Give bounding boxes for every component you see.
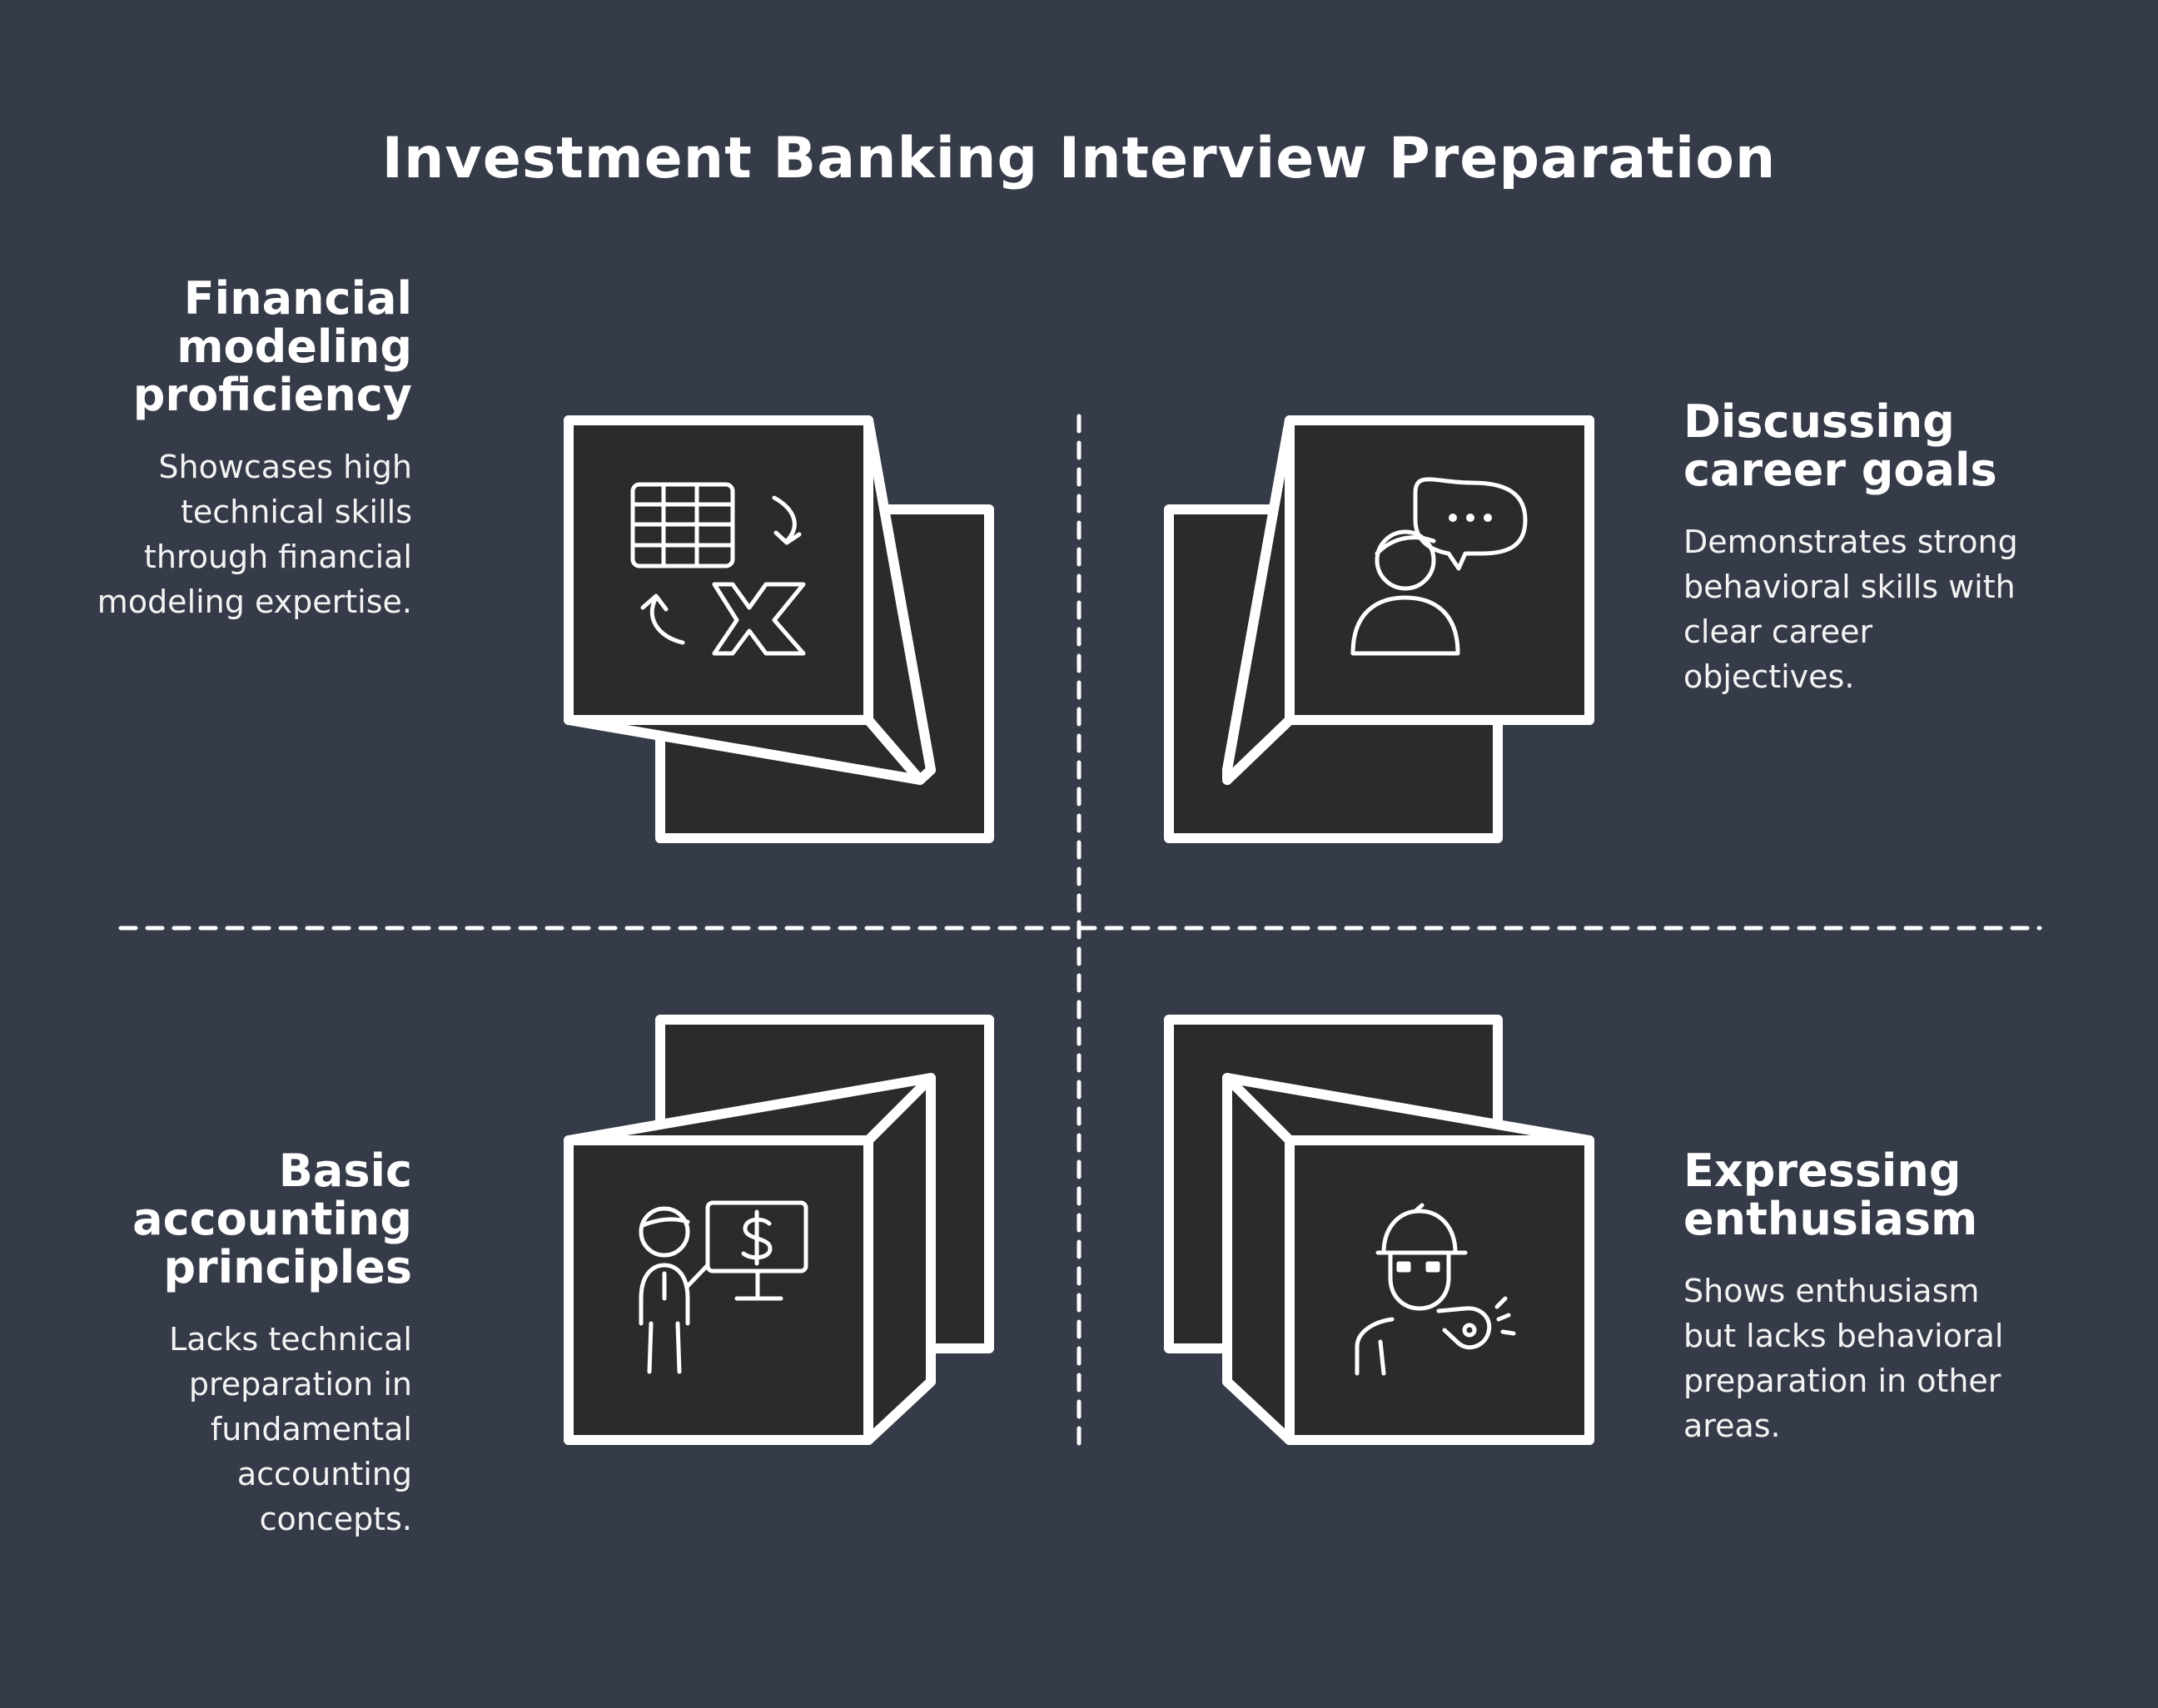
spreadsheet-excel-icon — [630, 482, 806, 656]
heading-accounting: Basic accounting principles — [132, 1144, 412, 1293]
desc-enthusiasm: Shows enthusiasm but lacks behavioral pr… — [1683, 1273, 2004, 1444]
box-bottom-right — [1164, 1015, 1594, 1445]
presenter-dollar-board-icon — [639, 1200, 808, 1374]
quadrant-top-right: Discussing career goals Demonstrates str… — [1683, 398, 2066, 699]
heading-financial-modeling: Financial modeling proficiency — [132, 272, 412, 421]
heading-enthusiasm: Expressing enthusiasm — [1683, 1144, 1978, 1245]
desc-career-goals: Demonstrates strong behavioral skills wi… — [1683, 524, 2018, 695]
quadrant-top-left: Financial modeling proficiency Showcases… — [12, 275, 412, 624]
heading-career-goals: Discussing career goals — [1683, 395, 1997, 496]
quadrant-bottom-right: Expressing enthusiasm Shows enthusiasm b… — [1683, 1147, 2066, 1448]
box-top-left — [564, 415, 994, 843]
desc-accounting: Lacks technical preparation in fundament… — [169, 1321, 412, 1537]
person-whistle-icon — [1355, 1203, 1516, 1376]
person-speech-bubble-icon — [1350, 477, 1528, 656]
page-title: Investment Banking Interview Preparation — [381, 126, 1777, 191]
box-top-right — [1164, 415, 1594, 843]
desc-financial-modeling: Showcases high technical skills through … — [97, 449, 412, 620]
box-bottom-left — [564, 1015, 994, 1445]
quadrant-bottom-left: Basic accounting principles Lacks techni… — [12, 1147, 412, 1542]
